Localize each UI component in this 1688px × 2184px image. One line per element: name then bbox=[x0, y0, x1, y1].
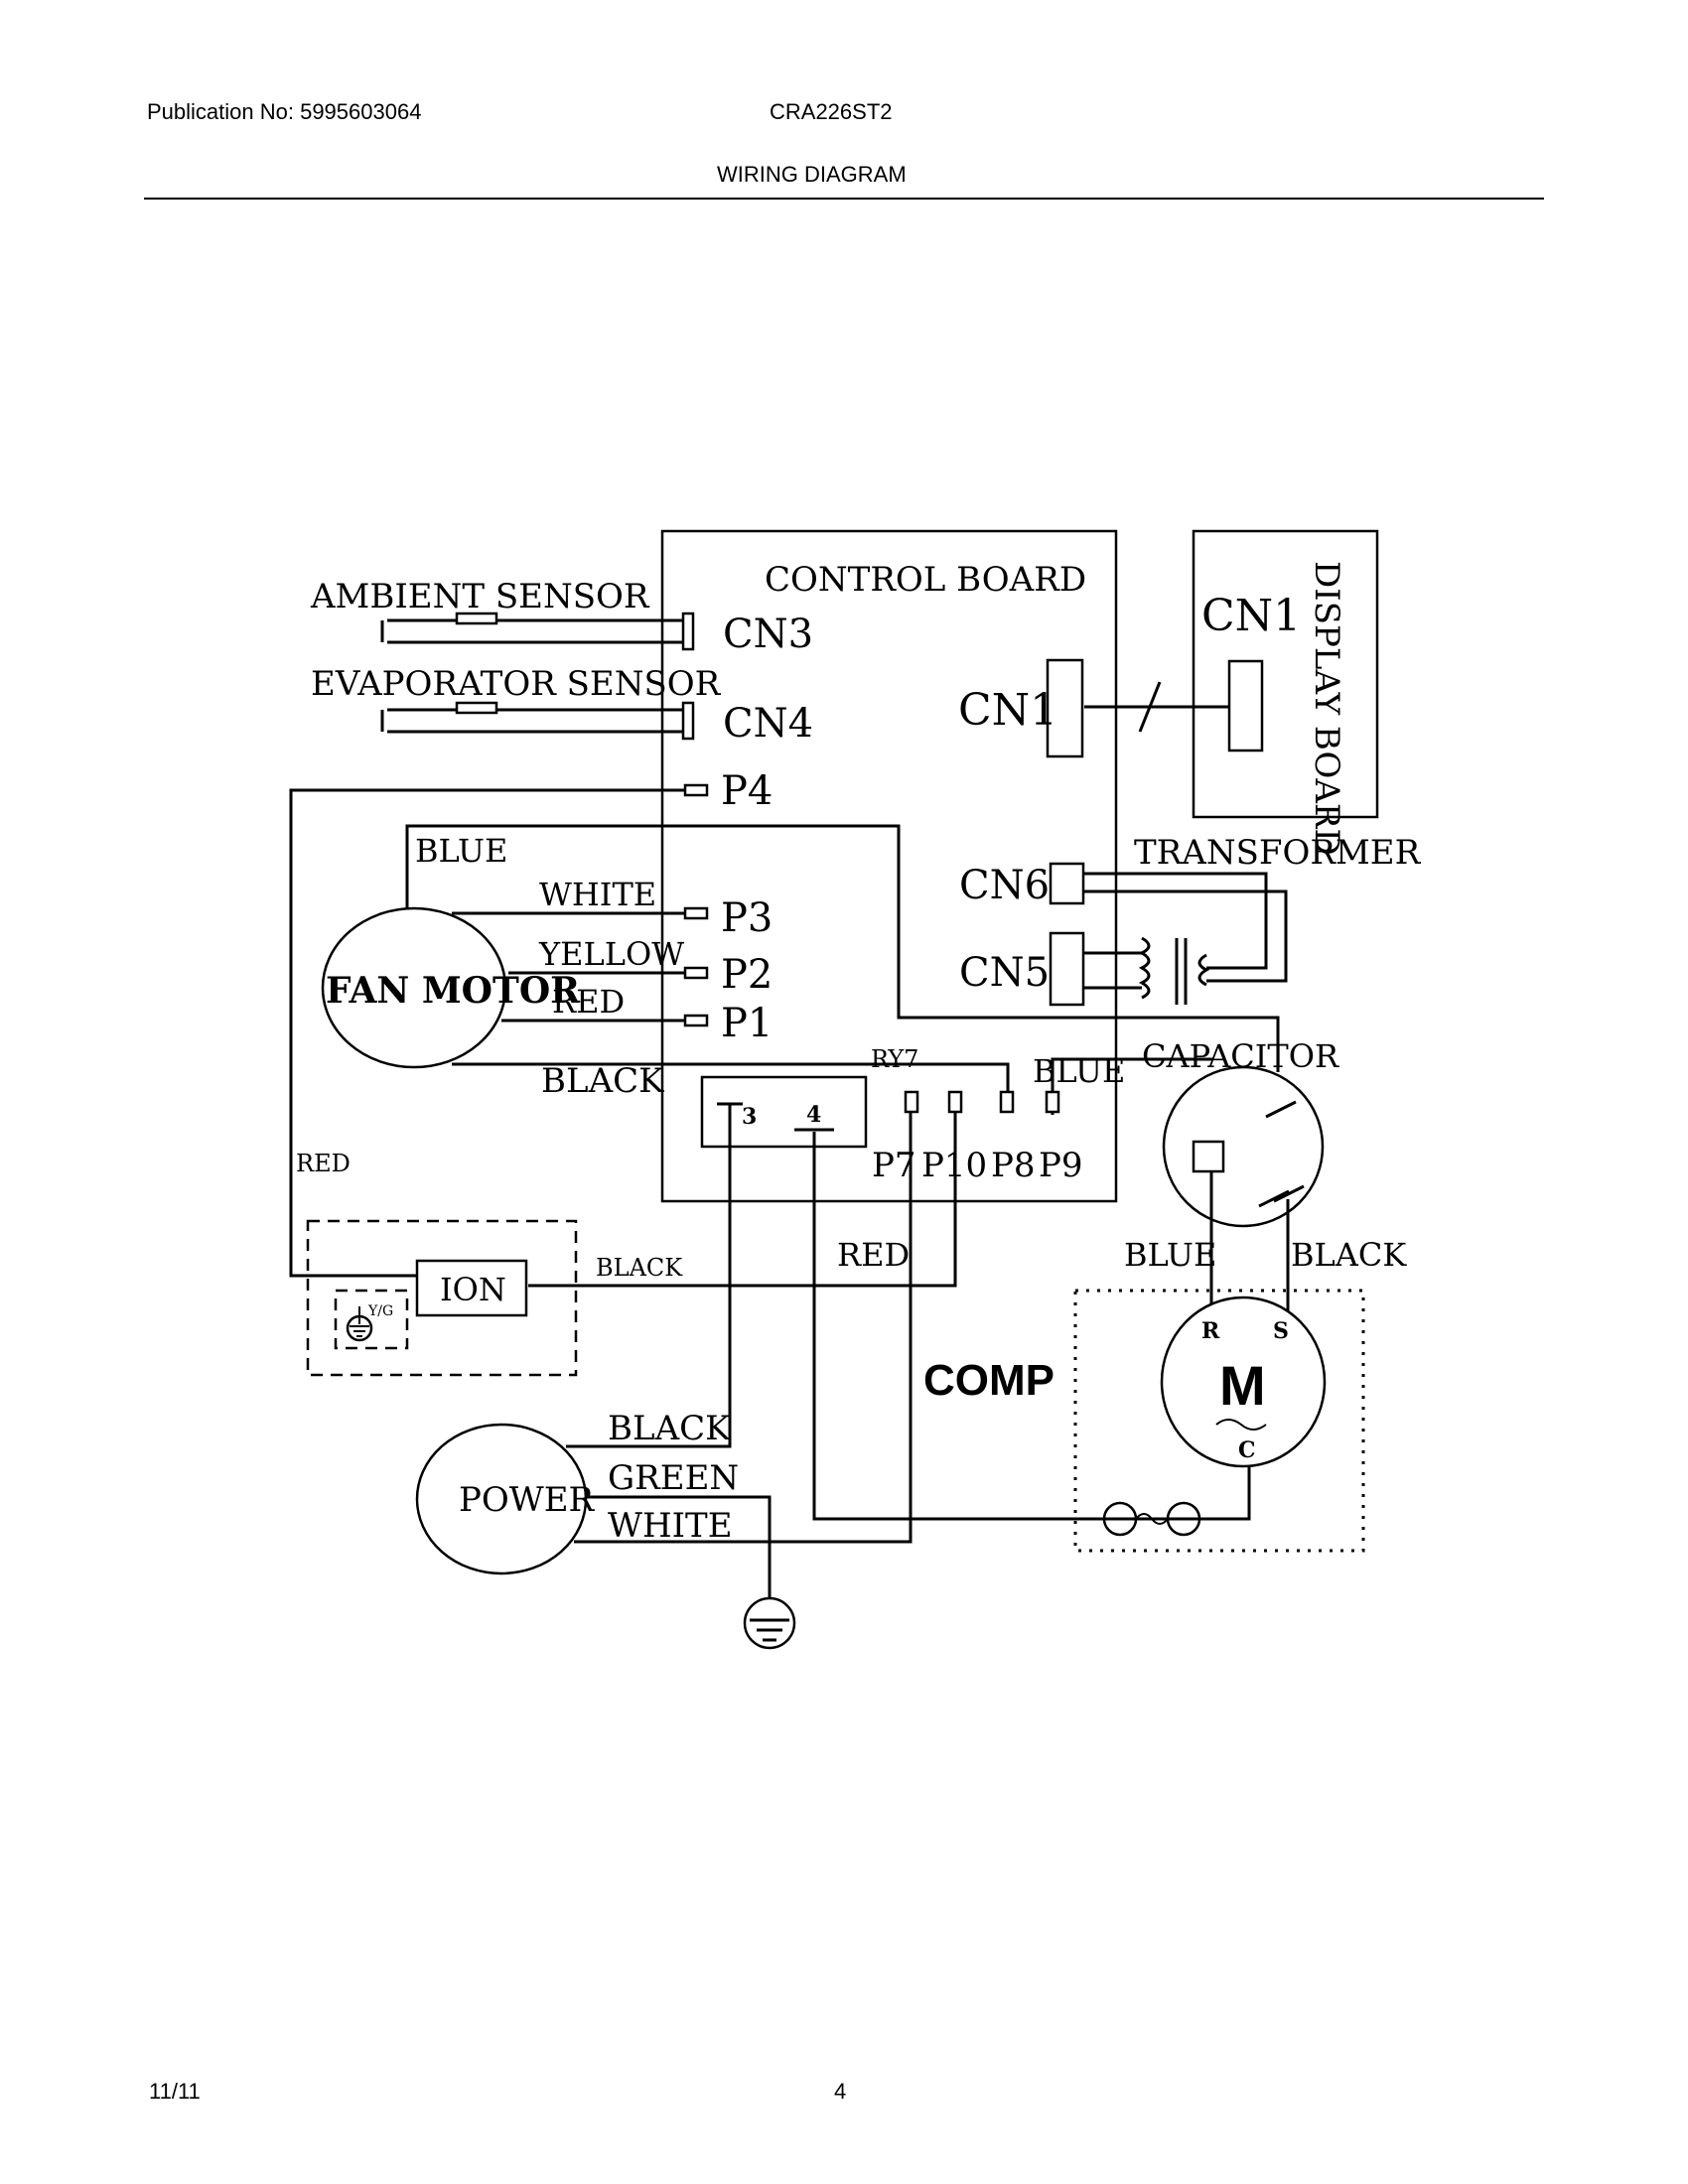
display-board-label: DISPLAY BOARD bbox=[1307, 561, 1346, 856]
p8-label: P8 bbox=[991, 1146, 1036, 1185]
wire-label-power-white: WHITE bbox=[608, 1506, 733, 1546]
cn5-socket bbox=[1049, 931, 1085, 1007]
p9-label: P9 bbox=[1039, 1146, 1083, 1185]
cn1-control-label: CN1 bbox=[958, 685, 1057, 736]
capacitor-label: CAPACITOR bbox=[1142, 1037, 1339, 1075]
overload-protector-icon bbox=[1102, 1501, 1201, 1537]
footer-page-number: 4 bbox=[834, 2079, 847, 2104]
wire-label-ion-red: RED bbox=[296, 1150, 351, 1177]
ambient-sensor-label: AMBIENT SENSOR bbox=[310, 577, 650, 616]
p10-terminal bbox=[947, 1090, 963, 1114]
p10-label: P10 bbox=[921, 1146, 987, 1185]
wires bbox=[289, 618, 1290, 1598]
fan-motor bbox=[321, 906, 507, 1069]
wire-label-power-green: GREEN bbox=[608, 1458, 739, 1498]
model-number: CRA226ST2 bbox=[770, 99, 893, 124]
p3-label: P3 bbox=[721, 895, 773, 941]
wire-label-ion-black: BLACK bbox=[596, 1254, 683, 1282]
wire-label-relay-red: RED bbox=[837, 1236, 910, 1274]
wire-label-fan-yellow: YELLOW bbox=[538, 935, 684, 973]
cn5-label: CN5 bbox=[959, 950, 1050, 996]
relay-pin-4: 4 bbox=[806, 1102, 821, 1128]
publication-number: Publication No: 5995603064 bbox=[147, 99, 422, 124]
cn6-label: CN6 bbox=[959, 863, 1050, 908]
cn4-label: CN4 bbox=[723, 701, 813, 747]
compressor-label: COMP bbox=[923, 1356, 1055, 1405]
motor-symbol: M bbox=[1219, 1354, 1266, 1417]
wire-label-fan-red: RED bbox=[552, 983, 625, 1021]
relay-pin-3: 3 bbox=[742, 1104, 757, 1130]
evaporator-sensor-element bbox=[455, 701, 498, 715]
fan-motor-label: FAN MOTOR bbox=[326, 970, 581, 1012]
wire-label-comp-blue: BLUE bbox=[1124, 1236, 1216, 1274]
ion-ground-icon bbox=[346, 1306, 373, 1342]
cn1-control-socket bbox=[1046, 658, 1084, 758]
p7-label: P7 bbox=[872, 1146, 916, 1185]
ion-enclosure bbox=[306, 1219, 578, 1377]
footer-date: 11/11 bbox=[149, 2079, 201, 2104]
compressor-enclosure bbox=[1073, 1289, 1365, 1553]
display-board-outline bbox=[1192, 529, 1379, 819]
ion-label: ION bbox=[440, 1271, 506, 1308]
relay-ry7 bbox=[700, 1075, 868, 1149]
header-rule bbox=[144, 198, 1544, 200]
capacitor-terminal-run bbox=[1192, 1140, 1225, 1173]
ambient-sensor-element bbox=[455, 612, 498, 625]
evaporator-sensor-label: EVAPORATOR SENSOR bbox=[311, 664, 722, 704]
cn3-socket bbox=[681, 612, 695, 651]
cn3-label: CN3 bbox=[723, 612, 813, 657]
page-title: WIRING DIAGRAM bbox=[717, 162, 907, 187]
cn1-display-label: CN1 bbox=[1201, 591, 1301, 641]
wire-label-power-black: BLACK bbox=[608, 1409, 731, 1448]
wire-label-p9-blue: BLUE bbox=[1033, 1052, 1125, 1090]
wire-label-fan-black: BLACK bbox=[541, 1061, 664, 1101]
compressor-motor bbox=[1160, 1296, 1327, 1468]
cn4-socket bbox=[681, 701, 695, 741]
cn6-socket bbox=[1049, 862, 1085, 905]
p1-terminal bbox=[683, 1014, 709, 1027]
wire-label-comp-black: BLACK bbox=[1291, 1236, 1407, 1274]
control-board-label: CONTROL BOARD bbox=[765, 560, 1086, 600]
p4-label: P4 bbox=[721, 768, 773, 814]
control-board-outline bbox=[660, 529, 1118, 1203]
p1-label: P1 bbox=[721, 1001, 773, 1046]
cn1-display-socket bbox=[1227, 659, 1264, 752]
wire-label-fan-white: WHITE bbox=[539, 876, 656, 913]
relay-label: RY7 bbox=[871, 1045, 918, 1073]
transformer-label: TRANSFORMER bbox=[1134, 833, 1422, 873]
p8-terminal bbox=[999, 1090, 1015, 1114]
motor-terminal-s: S bbox=[1273, 1318, 1289, 1344]
motor-terminal-c: C bbox=[1238, 1437, 1256, 1463]
p2-terminal bbox=[683, 966, 709, 980]
p9-terminal bbox=[1045, 1090, 1060, 1114]
ion-ground-box bbox=[334, 1289, 409, 1350]
power-label: POWER bbox=[459, 1480, 596, 1520]
p4-terminal bbox=[683, 783, 709, 797]
p3-terminal bbox=[683, 906, 709, 920]
p7-terminal bbox=[904, 1090, 919, 1114]
wire-label-fan-blue: BLUE bbox=[415, 832, 507, 870]
ion-ground-label: Y/G bbox=[367, 1303, 393, 1319]
motor-terminal-r: R bbox=[1201, 1318, 1220, 1344]
capacitor bbox=[1162, 1065, 1325, 1228]
p2-label: P2 bbox=[721, 952, 773, 998]
power-source bbox=[415, 1423, 588, 1575]
ion-module bbox=[415, 1259, 528, 1317]
transformer-symbol bbox=[1138, 936, 1210, 1005]
earth-ground-icon bbox=[743, 1596, 796, 1650]
